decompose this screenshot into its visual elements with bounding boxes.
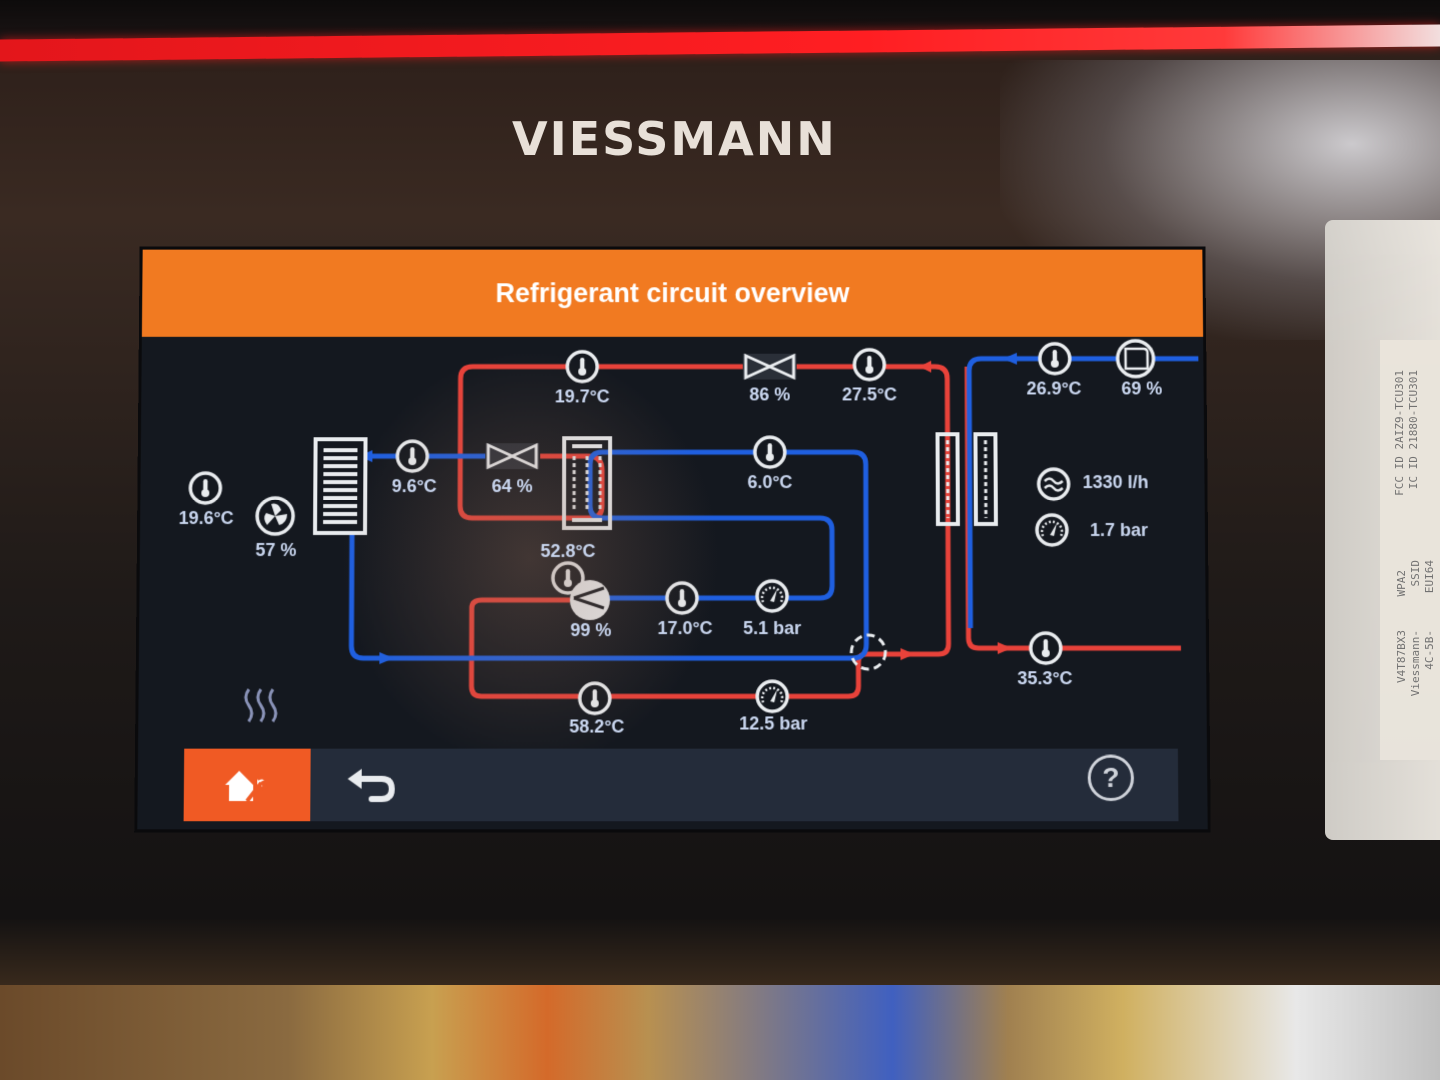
- expansion-valve-icon: [483, 441, 541, 471]
- pressure-gauge-icon: [1035, 513, 1069, 547]
- brand-logo: VIESSMANN: [512, 112, 837, 166]
- home-service-icon: [224, 765, 274, 805]
- fan-icon: [255, 496, 296, 536]
- back-arrow-icon: [341, 767, 397, 803]
- thermometer-icon: [577, 681, 612, 716]
- flow-arrow: [1002, 352, 1017, 365]
- outdoor-air-temp: 19.6°C: [178, 508, 234, 529]
- back-button[interactable]: [334, 761, 405, 809]
- pressure-gauge-icon: [755, 679, 790, 714]
- pump-speed: 69 %: [1121, 378, 1163, 399]
- water-flow-temp: 35.3°C: [1017, 668, 1073, 689]
- heating-mode-icon: [239, 683, 283, 727]
- thermometer-icon: [1028, 631, 1063, 665]
- label-sticker: [1380, 340, 1440, 760]
- thermometer-icon: [665, 581, 699, 615]
- expansion-valve-icon: [741, 352, 799, 382]
- condenser-liquid-temp: 27.5°C: [841, 384, 898, 405]
- help-button[interactable]: ?: [1087, 754, 1135, 802]
- evaporator-icon: [315, 439, 365, 533]
- thermometer-icon: [1038, 342, 1072, 376]
- flow-arrow: [919, 360, 932, 373]
- wifi-module-label: FCC ID 2AIZ9-TCU301 IC ID 21880-TCU301 E…: [1325, 220, 1440, 840]
- flow-arrow: [997, 642, 1012, 655]
- water-flow-rate: 1330 l/h: [1082, 472, 1149, 493]
- suction-pressure: 5.1 bar: [743, 618, 802, 639]
- flow-arrow: [900, 648, 915, 661]
- label-ic-id: IC ID 21880-TCU301: [1407, 370, 1420, 490]
- discharge-temp: 58.2°C: [569, 716, 625, 737]
- water-return-temp: 26.9°C: [1026, 378, 1082, 399]
- label-fcc-id: FCC ID 2AIZ9-TCU301: [1393, 370, 1406, 496]
- label-mac: 4C-5B-: [1423, 630, 1436, 670]
- valve-1-opening: 64 %: [491, 476, 533, 497]
- economizer-temp: 52.8°C: [540, 540, 596, 561]
- label-key: V4T87BX3: [1395, 630, 1408, 683]
- thermometer-icon: [852, 347, 887, 382]
- flow-waves-icon: [1039, 469, 1069, 499]
- thermometer-icon: [395, 439, 430, 473]
- pressure-gauge-icon: [755, 579, 789, 613]
- hot-refrigerant-lines: [459, 367, 1181, 697]
- flow-arrow: [379, 652, 394, 665]
- label-eui64: EUI64: [1423, 560, 1436, 594]
- bottom-navigation-bar: ?: [183, 748, 1179, 822]
- refrigerant-circuit-diagram: [188, 250, 1207, 716]
- label-wpa: WPA2: [1395, 570, 1408, 597]
- pipe-fittings-background: [0, 985, 1440, 1080]
- suction-temp: 17.0°C: [657, 618, 713, 639]
- thermometer-icon: [565, 349, 599, 384]
- thermometer-icon: [753, 435, 787, 469]
- economizer-heat-exchanger-icon: [564, 438, 610, 528]
- home-service-button[interactable]: [183, 748, 311, 822]
- water-pressure: 1.7 bar: [1089, 520, 1149, 540]
- pump-icon: [1117, 341, 1153, 377]
- label-ssid: SSID: [1409, 560, 1422, 587]
- valve-2-opening: 86 %: [749, 384, 791, 405]
- compressor-icon: [569, 579, 610, 620]
- thermometer-icon: [188, 471, 223, 505]
- display-screen: Refrigerant circuit overview: [137, 249, 1208, 830]
- fan-speed: 57 %: [255, 539, 297, 560]
- economizer-vapour-temp: 6.0°C: [747, 472, 793, 493]
- compressor-speed: 99 %: [570, 620, 612, 641]
- discharge-pressure: 12.5 bar: [739, 713, 808, 734]
- evaporator-outlet-temp: 9.6°C: [391, 476, 437, 497]
- liquid-line-temp: 19.7°C: [554, 386, 610, 407]
- label-ssid-value: Viessmann-: [1409, 630, 1422, 697]
